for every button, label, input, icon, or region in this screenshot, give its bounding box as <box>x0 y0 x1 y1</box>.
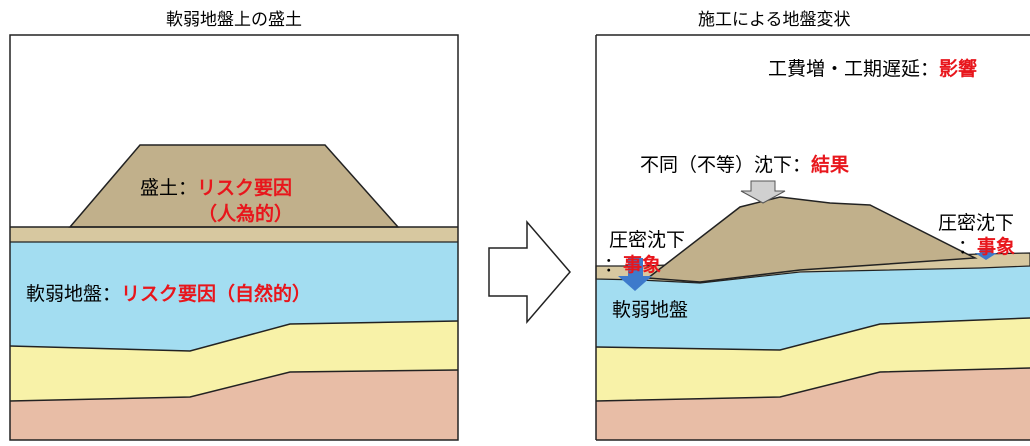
differential-settlement-label: 不同（不等）沈下：結果 <box>640 156 849 175</box>
right-embankment <box>645 196 978 283</box>
differential-separator: ： <box>792 154 812 176</box>
embankment-risk-text: リスク要因 <box>197 177 293 199</box>
transition-arrow-icon <box>488 219 571 325</box>
left-boundary-1 <box>9 320 459 352</box>
right-soft-ground-layer <box>596 266 1030 350</box>
soft-ground-risk-label: 軟弱地盤：リスク要因（自然的） <box>26 285 311 304</box>
right-soft-ground-label: 軟弱地盤 <box>612 299 689 321</box>
right-panel-title: 施工による地盤変状 <box>698 10 851 30</box>
consolidation-arrow-left-icon <box>618 258 652 291</box>
differential-text: 不同（不等）沈下 <box>640 154 793 176</box>
consolidation-arrow-right-icon <box>975 249 997 260</box>
consolidation-right-tag: 事象 <box>977 236 1016 258</box>
differential-settlement-arrow-icon <box>740 180 786 204</box>
consolidation-left-separator: ： <box>604 254 624 276</box>
consolidation-left-tag: 事象 <box>623 254 662 276</box>
differential-tag: 結果 <box>811 154 850 176</box>
impact-text: 工費増・工期遅延 <box>768 58 921 80</box>
soft-ground-risk-text: リスク要因（自然的） <box>121 283 312 305</box>
right-sand-layer <box>596 318 1030 401</box>
right-panel-diagram <box>595 34 1030 441</box>
embankment-label: 盛土 <box>140 177 179 199</box>
left-panel-diagram <box>9 34 459 441</box>
left-bedrock-layer <box>10 370 458 440</box>
impact-tag: 影響 <box>939 58 978 80</box>
right-bedrock-layer <box>596 368 1030 440</box>
left-soft-ground-layer <box>10 242 458 351</box>
soft-ground-label: 軟弱地盤 <box>26 283 103 305</box>
embankment-separator: ： <box>178 177 198 199</box>
left-boundary-2 <box>9 369 459 402</box>
impact-label: 工費増・工期遅延：影響 <box>768 60 977 79</box>
soft-ground-separator: ： <box>102 283 122 305</box>
consolidation-right-text: 圧密沈下 <box>938 212 1015 234</box>
right-boundary-1 <box>595 317 1030 351</box>
consolidation-right-separator: ： <box>958 236 978 258</box>
consolidation-left-tag-row: ：事象 <box>604 256 661 275</box>
left-fill-layer <box>10 227 458 242</box>
left-panel-title: 軟弱地盤上の盛土 <box>166 10 302 30</box>
embankment-risk-sub: （人為的） <box>198 203 294 225</box>
left-sand-layer <box>10 321 458 401</box>
left-panel-frame <box>9 34 459 441</box>
embankment-risk-label: 盛土：リスク要因 <box>140 179 292 198</box>
right-boundary-2 <box>595 367 1030 402</box>
consolidation-right-tag-row: ：事象 <box>958 238 1015 257</box>
consolidation-left-text: 圧密沈下 <box>609 229 686 251</box>
impact-separator: ： <box>920 58 940 80</box>
